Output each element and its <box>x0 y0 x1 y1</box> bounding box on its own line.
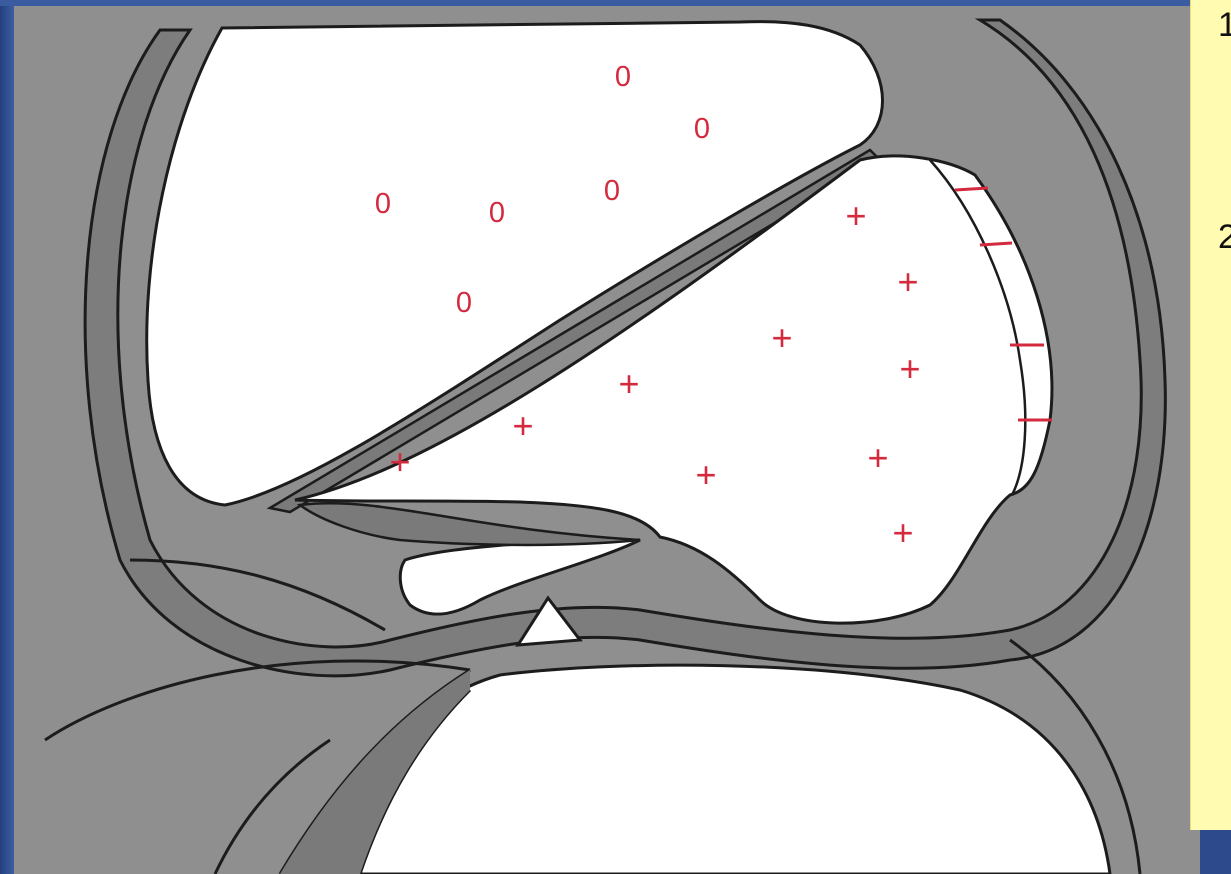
slide-top-edge <box>0 0 1231 6</box>
list-number-1: 1 <box>1218 6 1231 45</box>
side-text-panel <box>1190 0 1231 830</box>
mark-zero: 0 <box>489 197 505 229</box>
mark-plus: + <box>845 195 866 236</box>
mark-plus: + <box>695 454 716 495</box>
mark-minus <box>955 188 988 190</box>
mark-plus: + <box>512 405 533 446</box>
mark-minus <box>980 243 1012 245</box>
mark-plus: + <box>892 512 913 553</box>
mark-plus: + <box>389 441 410 482</box>
mark-zero: 0 <box>694 113 710 145</box>
mark-zero: 0 <box>604 175 620 207</box>
slide-left-edge <box>0 0 14 874</box>
mark-zero: 0 <box>375 188 391 220</box>
mark-plus: + <box>618 363 639 404</box>
mark-plus: + <box>867 437 888 478</box>
mark-plus: + <box>771 317 792 358</box>
mark-zero: 0 <box>615 61 631 93</box>
mark-plus: + <box>899 348 920 389</box>
mark-zero: 0 <box>456 287 472 319</box>
mark-plus: + <box>897 261 918 302</box>
list-number-2: 2 <box>1218 218 1231 257</box>
